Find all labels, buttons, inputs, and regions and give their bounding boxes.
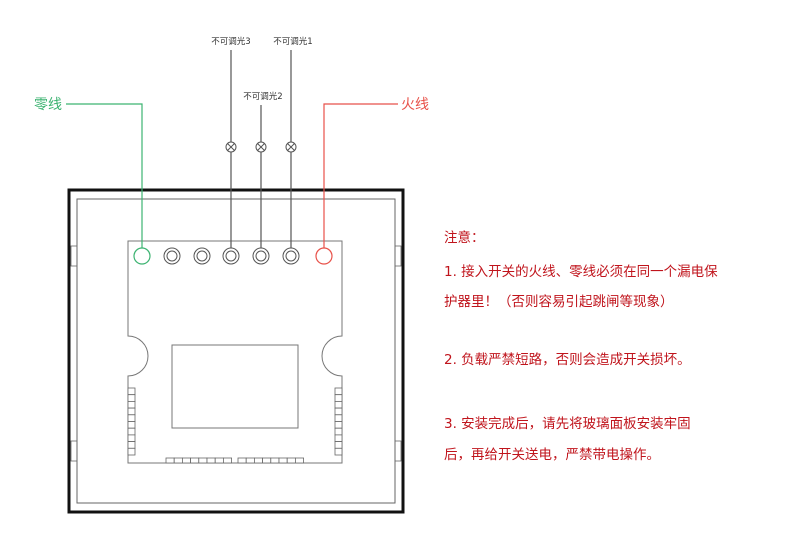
pin (198, 457, 208, 464)
pin (262, 457, 272, 464)
pin (334, 414, 343, 422)
notes-title: 注意： (444, 230, 485, 246)
pin (181, 457, 191, 464)
terminal-ring-2 (193, 247, 211, 265)
pin (334, 447, 343, 456)
pin (127, 387, 136, 396)
note-2: 2. 负载严禁短路，否则会造成开关损坏。 (444, 352, 691, 368)
terminal-ring-3 (222, 247, 240, 265)
pin (334, 387, 343, 396)
pin (334, 421, 343, 429)
pin (127, 421, 136, 429)
live-wire (323, 103, 398, 255)
pin (294, 457, 304, 464)
terminal-ring-4 (252, 247, 270, 265)
terminal-neutral (133, 247, 151, 265)
pin (334, 434, 343, 442)
load-label-2: 不可调光2 (243, 91, 282, 102)
neutral-wire (66, 103, 143, 255)
pin (127, 441, 136, 449)
terminal-ring-inner-1 (166, 250, 178, 262)
pin (270, 457, 280, 464)
note-1-line-1: 1. 接入开关的火线、零线必须在同一个漏电保 (444, 264, 718, 280)
pcb-outline (127, 240, 343, 464)
pin (334, 441, 343, 449)
right-tab-top (394, 245, 402, 267)
live-label: 火线 (401, 97, 429, 113)
terminal-ring-inner-4 (255, 250, 267, 262)
pin (127, 394, 136, 402)
pin (334, 394, 343, 402)
pin (127, 400, 136, 409)
terminal-ring-inner-3 (225, 250, 237, 262)
neutral-label: 零线 (34, 97, 62, 113)
pin (190, 457, 200, 464)
note-3-line-1: 3. 安装完成后，请先将玻璃面板安装牢固 (444, 416, 691, 432)
pin (127, 447, 136, 456)
right-tab-bottom (394, 440, 402, 462)
pin (127, 434, 136, 442)
right-pin-strip (334, 387, 343, 456)
terminal-ring-1 (163, 247, 181, 265)
pin (334, 427, 343, 436)
pin (127, 414, 136, 422)
pin (206, 457, 216, 464)
bottom-pin-strip (165, 457, 304, 464)
pin (222, 457, 232, 464)
pin (173, 457, 183, 464)
pin (237, 457, 247, 464)
left-tab-top (70, 245, 78, 267)
lamp-icon (225, 141, 237, 153)
left-tab-bottom (70, 440, 78, 462)
load-label-1: 不可调光1 (273, 36, 312, 47)
pin (127, 427, 136, 436)
pin (245, 457, 255, 464)
load-label-3: 不可调光3 (211, 36, 250, 47)
terminal-live (315, 247, 333, 265)
note-3-line-2: 后，再给开关送电，严禁带电操作。 (444, 447, 660, 463)
lamp-icon (285, 141, 297, 153)
pin (278, 457, 288, 464)
pin (334, 400, 343, 409)
lamp-icon (255, 141, 267, 153)
pin (286, 457, 296, 464)
note-1-line-2: 护器里！（否则容易引起跳闸等现象） (444, 294, 674, 310)
pin (165, 457, 175, 464)
pin (214, 457, 224, 464)
pin (253, 457, 263, 464)
pin (127, 407, 136, 416)
terminal-ring-inner-2 (196, 250, 208, 262)
terminal-ring-inner-5 (285, 250, 297, 262)
terminal-ring-5 (282, 247, 300, 265)
left-pin-strip (127, 387, 136, 456)
pin (334, 407, 343, 416)
switch-outer-frame (67, 188, 405, 514)
relay-module (171, 344, 299, 429)
switch-inner-frame (76, 198, 396, 504)
